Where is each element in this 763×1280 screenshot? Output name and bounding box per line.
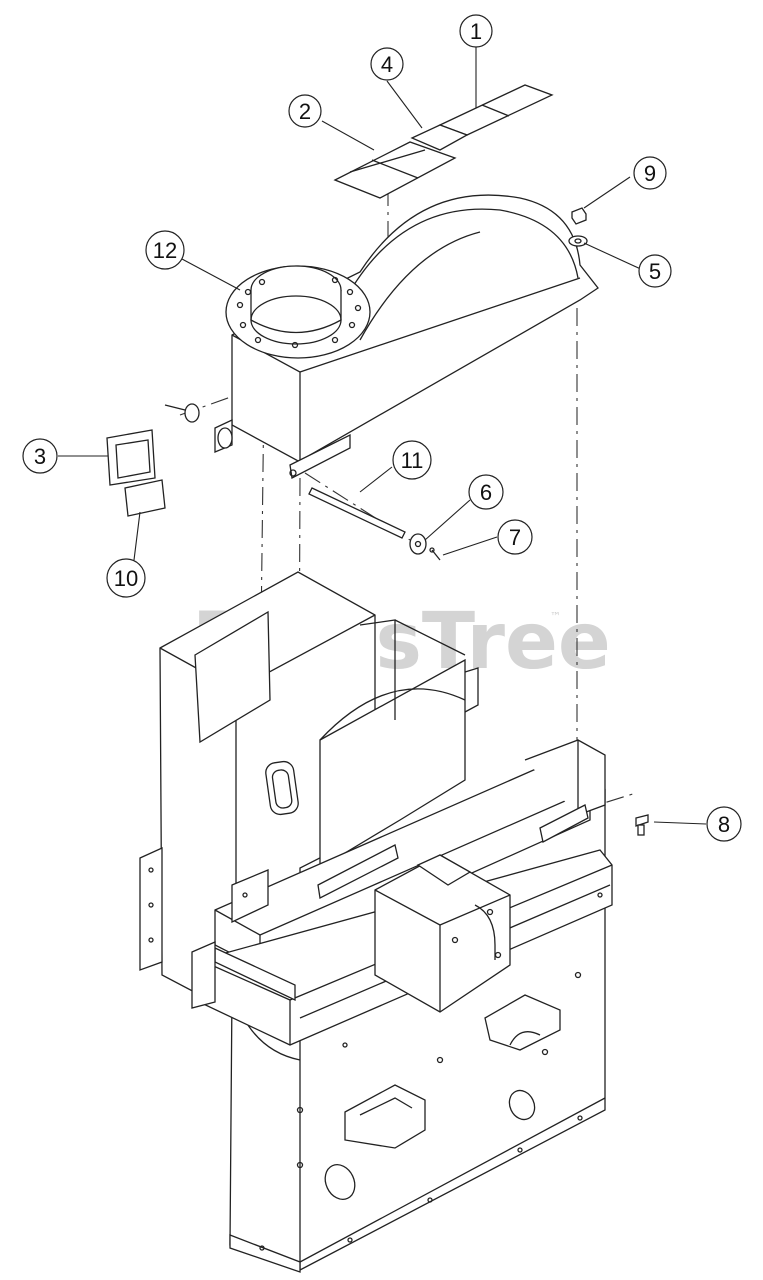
callout-label: 6 [480, 480, 492, 505]
callout-6: 6 [468, 474, 504, 510]
callout-2: 2 [288, 94, 322, 128]
callout-4: 4 [370, 47, 404, 81]
washer-6 [409, 533, 427, 555]
frame-hole-left [324, 1163, 356, 1201]
frame-tab-bracket [484, 994, 561, 1051]
pin-7 [429, 547, 441, 561]
rear-panel-slot [265, 760, 299, 816]
callout-11: 11 [392, 440, 432, 480]
washer-5 [568, 235, 588, 247]
callout-label: 7 [509, 525, 521, 550]
frame-hole-right [508, 1089, 536, 1121]
channel-tab-left [231, 869, 269, 924]
callout-8: 8 [706, 806, 742, 842]
decal-10 [124, 479, 166, 517]
left-flange [139, 846, 163, 971]
decal-4 [410, 124, 469, 151]
hood-body [231, 194, 599, 463]
pin-left [164, 403, 233, 449]
callout-12: 12 [145, 230, 185, 270]
chute-hood-assembly [214, 194, 599, 479]
callout-1: 1 [459, 14, 493, 48]
callout-label: 5 [649, 259, 661, 284]
shaft-11 [308, 487, 406, 539]
tray-lip [317, 844, 399, 899]
hardware [106, 84, 649, 836]
bottom-flange [229, 1234, 301, 1273]
callout-label: 9 [644, 161, 656, 186]
bolt-8 [635, 814, 649, 836]
callout-3: 3 [22, 438, 58, 474]
watermark-trademark: ™ [550, 610, 561, 623]
nut-9 [571, 207, 587, 225]
hood-side-rail [289, 433, 351, 479]
callout-label: 12 [153, 238, 177, 263]
callout-label: 2 [299, 99, 311, 124]
decal-3 [106, 429, 156, 486]
callout-7: 7 [497, 519, 533, 555]
callout-label: 4 [381, 52, 393, 77]
callout-10: 10 [106, 558, 146, 598]
callout-label: 10 [114, 566, 138, 591]
tray-end-lip [539, 804, 589, 843]
callout-9: 9 [633, 156, 667, 190]
callout-label: 1 [470, 19, 482, 44]
callout-label: 8 [718, 812, 730, 837]
center-bracket [374, 854, 511, 1013]
callout-label: 3 [34, 444, 46, 469]
callout-label: 11 [401, 448, 424, 473]
callout-5: 5 [638, 254, 672, 288]
decal-2 [333, 141, 457, 199]
frame-small-bracket [344, 1084, 426, 1149]
decal-1 [438, 84, 554, 136]
leader-lines [58, 47, 707, 825]
inner-side-plate [319, 658, 466, 870]
perforated-screen [194, 610, 271, 744]
